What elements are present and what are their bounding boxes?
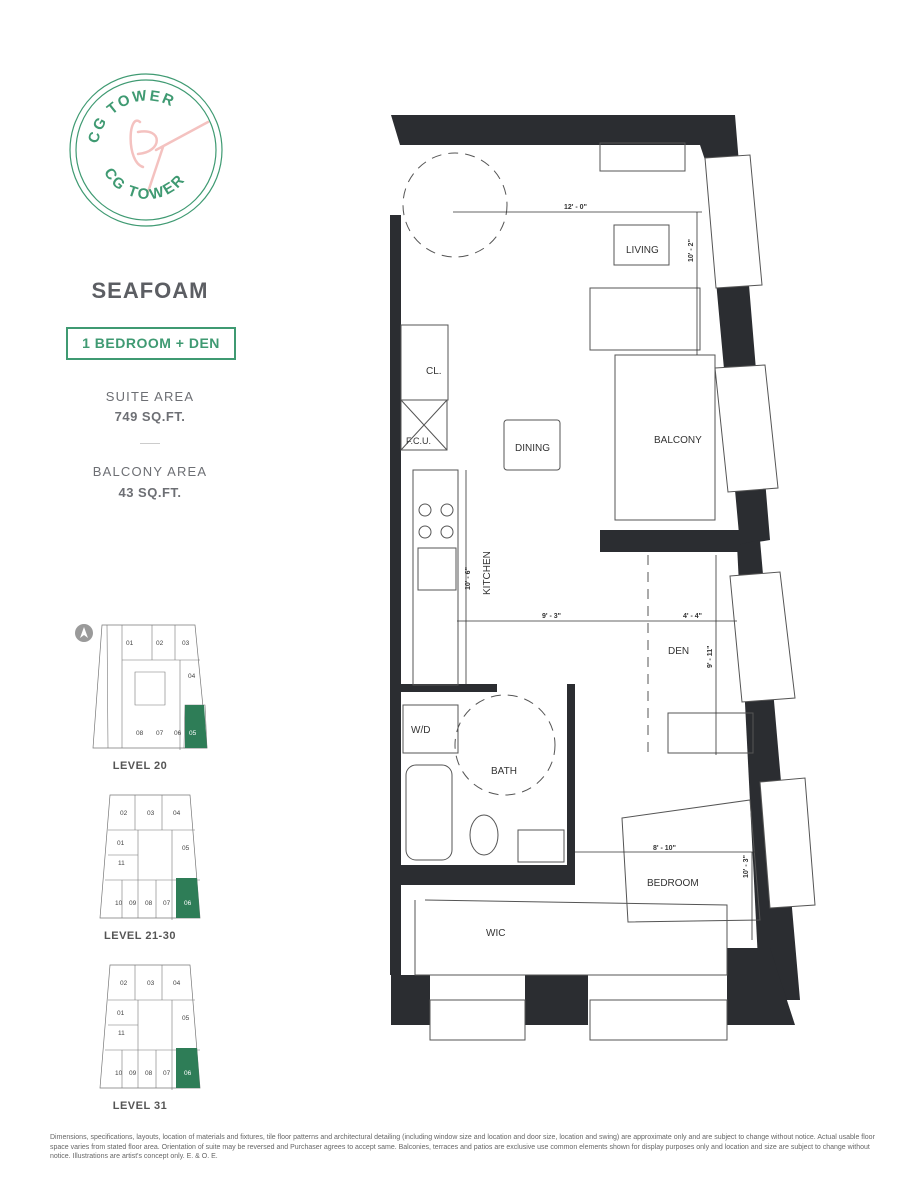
- keyplan-unit-label: 01: [117, 840, 125, 847]
- keyplan-unit-label: 05: [189, 730, 197, 737]
- keyplan-drawing: 02 03 04 01 05 11 10 09 08 07 06: [99, 964, 201, 1090]
- suite-area-label: SUITE AREA: [105, 389, 195, 404]
- balcony-area-label: BALCONY AREA: [92, 464, 208, 479]
- keyplan-unit-label: 10: [115, 900, 123, 907]
- dimension-lines: [453, 211, 758, 940]
- keyplan-unit-label: 01: [117, 1010, 125, 1017]
- keyplan-drawing: 01 02 03 04 05 06 07 08: [75, 624, 208, 750]
- keyplan-unit-label: 10: [115, 1070, 123, 1077]
- keyplan-unit-label: 05: [182, 845, 190, 852]
- dim-living-width: 12' - 0": [564, 204, 587, 211]
- keyplan-level-20: 01 02 03 04 05 06 07 08 LEVEL 20: [60, 620, 220, 772]
- balcony-area-value: 43 SQ.FT.: [118, 485, 182, 500]
- keyplan-unit-label: 08: [145, 900, 153, 907]
- suite-name: SEAFOAM: [91, 278, 209, 303]
- keyplan-unit-label: 04: [188, 673, 196, 680]
- room-labels: LIVING DINING BALCONY CL. F.C.U. KITCHEN…: [406, 245, 702, 939]
- room-den: DEN: [668, 646, 689, 657]
- room-closet: CL.: [426, 366, 442, 377]
- keyplan-unit-label: 04: [173, 810, 181, 817]
- dim-kitchen-width: 9' - 3": [542, 613, 561, 620]
- keyplan-unit-label: 08: [145, 1070, 153, 1077]
- keyplan-unit-label: 06: [184, 900, 192, 907]
- keyplan-label: LEVEL 31: [112, 1100, 168, 1112]
- highlighted-unit: [176, 1048, 200, 1088]
- cg-tower-logo: CG TOWER CG TOWER: [69, 73, 223, 227]
- room-wd: W/D: [411, 725, 430, 736]
- dim-den-depth: 9' - 11": [707, 646, 714, 669]
- disclaimer: Dimensions, specifications, layouts, loc…: [50, 1134, 875, 1160]
- room-dining: DINING: [515, 443, 550, 454]
- keyplan-unit-label: 01: [126, 640, 134, 647]
- keyplan-unit-label: 07: [163, 900, 171, 907]
- keyplan-unit-label: 06: [184, 1070, 192, 1077]
- dimension-labels: 12' - 0" 10' - 2" 10' - 6" 9' - 3" 4' - …: [465, 204, 750, 878]
- keyplan-unit-label: 02: [120, 810, 128, 817]
- room-bedroom: BEDROOM: [647, 878, 699, 889]
- keyplan-unit-label: 08: [136, 730, 144, 737]
- suite-area-value: 749 SQ.FT.: [114, 409, 186, 424]
- suite-type-badge: 1 BEDROOM + DEN: [66, 327, 236, 360]
- dim-kitchen-depth: 10' - 6": [465, 567, 472, 590]
- room-living: LIVING: [626, 245, 659, 256]
- room-bath: BATH: [491, 766, 517, 777]
- windows: [429, 154, 816, 1041]
- keyplan-label: LEVEL 21-30: [104, 930, 176, 942]
- keyplan-unit-label: 07: [156, 730, 164, 737]
- divider: [140, 443, 160, 444]
- highlighted-unit: [185, 705, 207, 748]
- keyplan-unit-label: 07: [163, 1070, 171, 1077]
- keyplan-unit-label: 06: [174, 730, 182, 737]
- keyplan-unit-label: 03: [182, 640, 190, 647]
- keyplan-unit-label: 02: [156, 640, 164, 647]
- room-kitchen: KITCHEN: [482, 551, 493, 595]
- room-balcony: BALCONY: [654, 435, 702, 446]
- keyplan-unit-label: 09: [129, 1070, 137, 1077]
- highlighted-unit: [176, 878, 200, 918]
- keyplan-level-31: 02 03 04 01 05 11 10 09 08 07 06 LEVEL 31: [60, 960, 220, 1112]
- dim-bedroom-width: 8' - 10": [653, 845, 676, 852]
- dim-living-depth: 10' - 2": [688, 239, 695, 262]
- keyplan-unit-label: 02: [120, 980, 128, 987]
- keyplan-level-21-30: 02 03 04 01 05 11 10 09 08 07 06 LEVEL 21-30: [60, 790, 220, 942]
- keyplan-unit-label: 03: [147, 980, 155, 987]
- keyplan-unit-label: 04: [173, 980, 181, 987]
- keyplan-unit-label: 05: [182, 1015, 190, 1022]
- keyplan-unit-label: 09: [129, 900, 137, 907]
- keyplan-unit-label: 11: [118, 860, 125, 867]
- dim-den-width: 4' - 4": [683, 613, 702, 620]
- keyplan-unit-label: 03: [147, 810, 155, 817]
- keyplan-label: LEVEL 20: [112, 760, 168, 772]
- dim-bedroom-depth: 10' - 3": [743, 855, 750, 878]
- keyplan-unit-label: 11: [118, 1030, 125, 1037]
- keyplan-drawing: 02 03 04 01 05 11 10 09 08 07 06: [99, 794, 201, 920]
- room-wic: WIC: [486, 928, 505, 939]
- room-fcu: F.C.U.: [406, 436, 431, 446]
